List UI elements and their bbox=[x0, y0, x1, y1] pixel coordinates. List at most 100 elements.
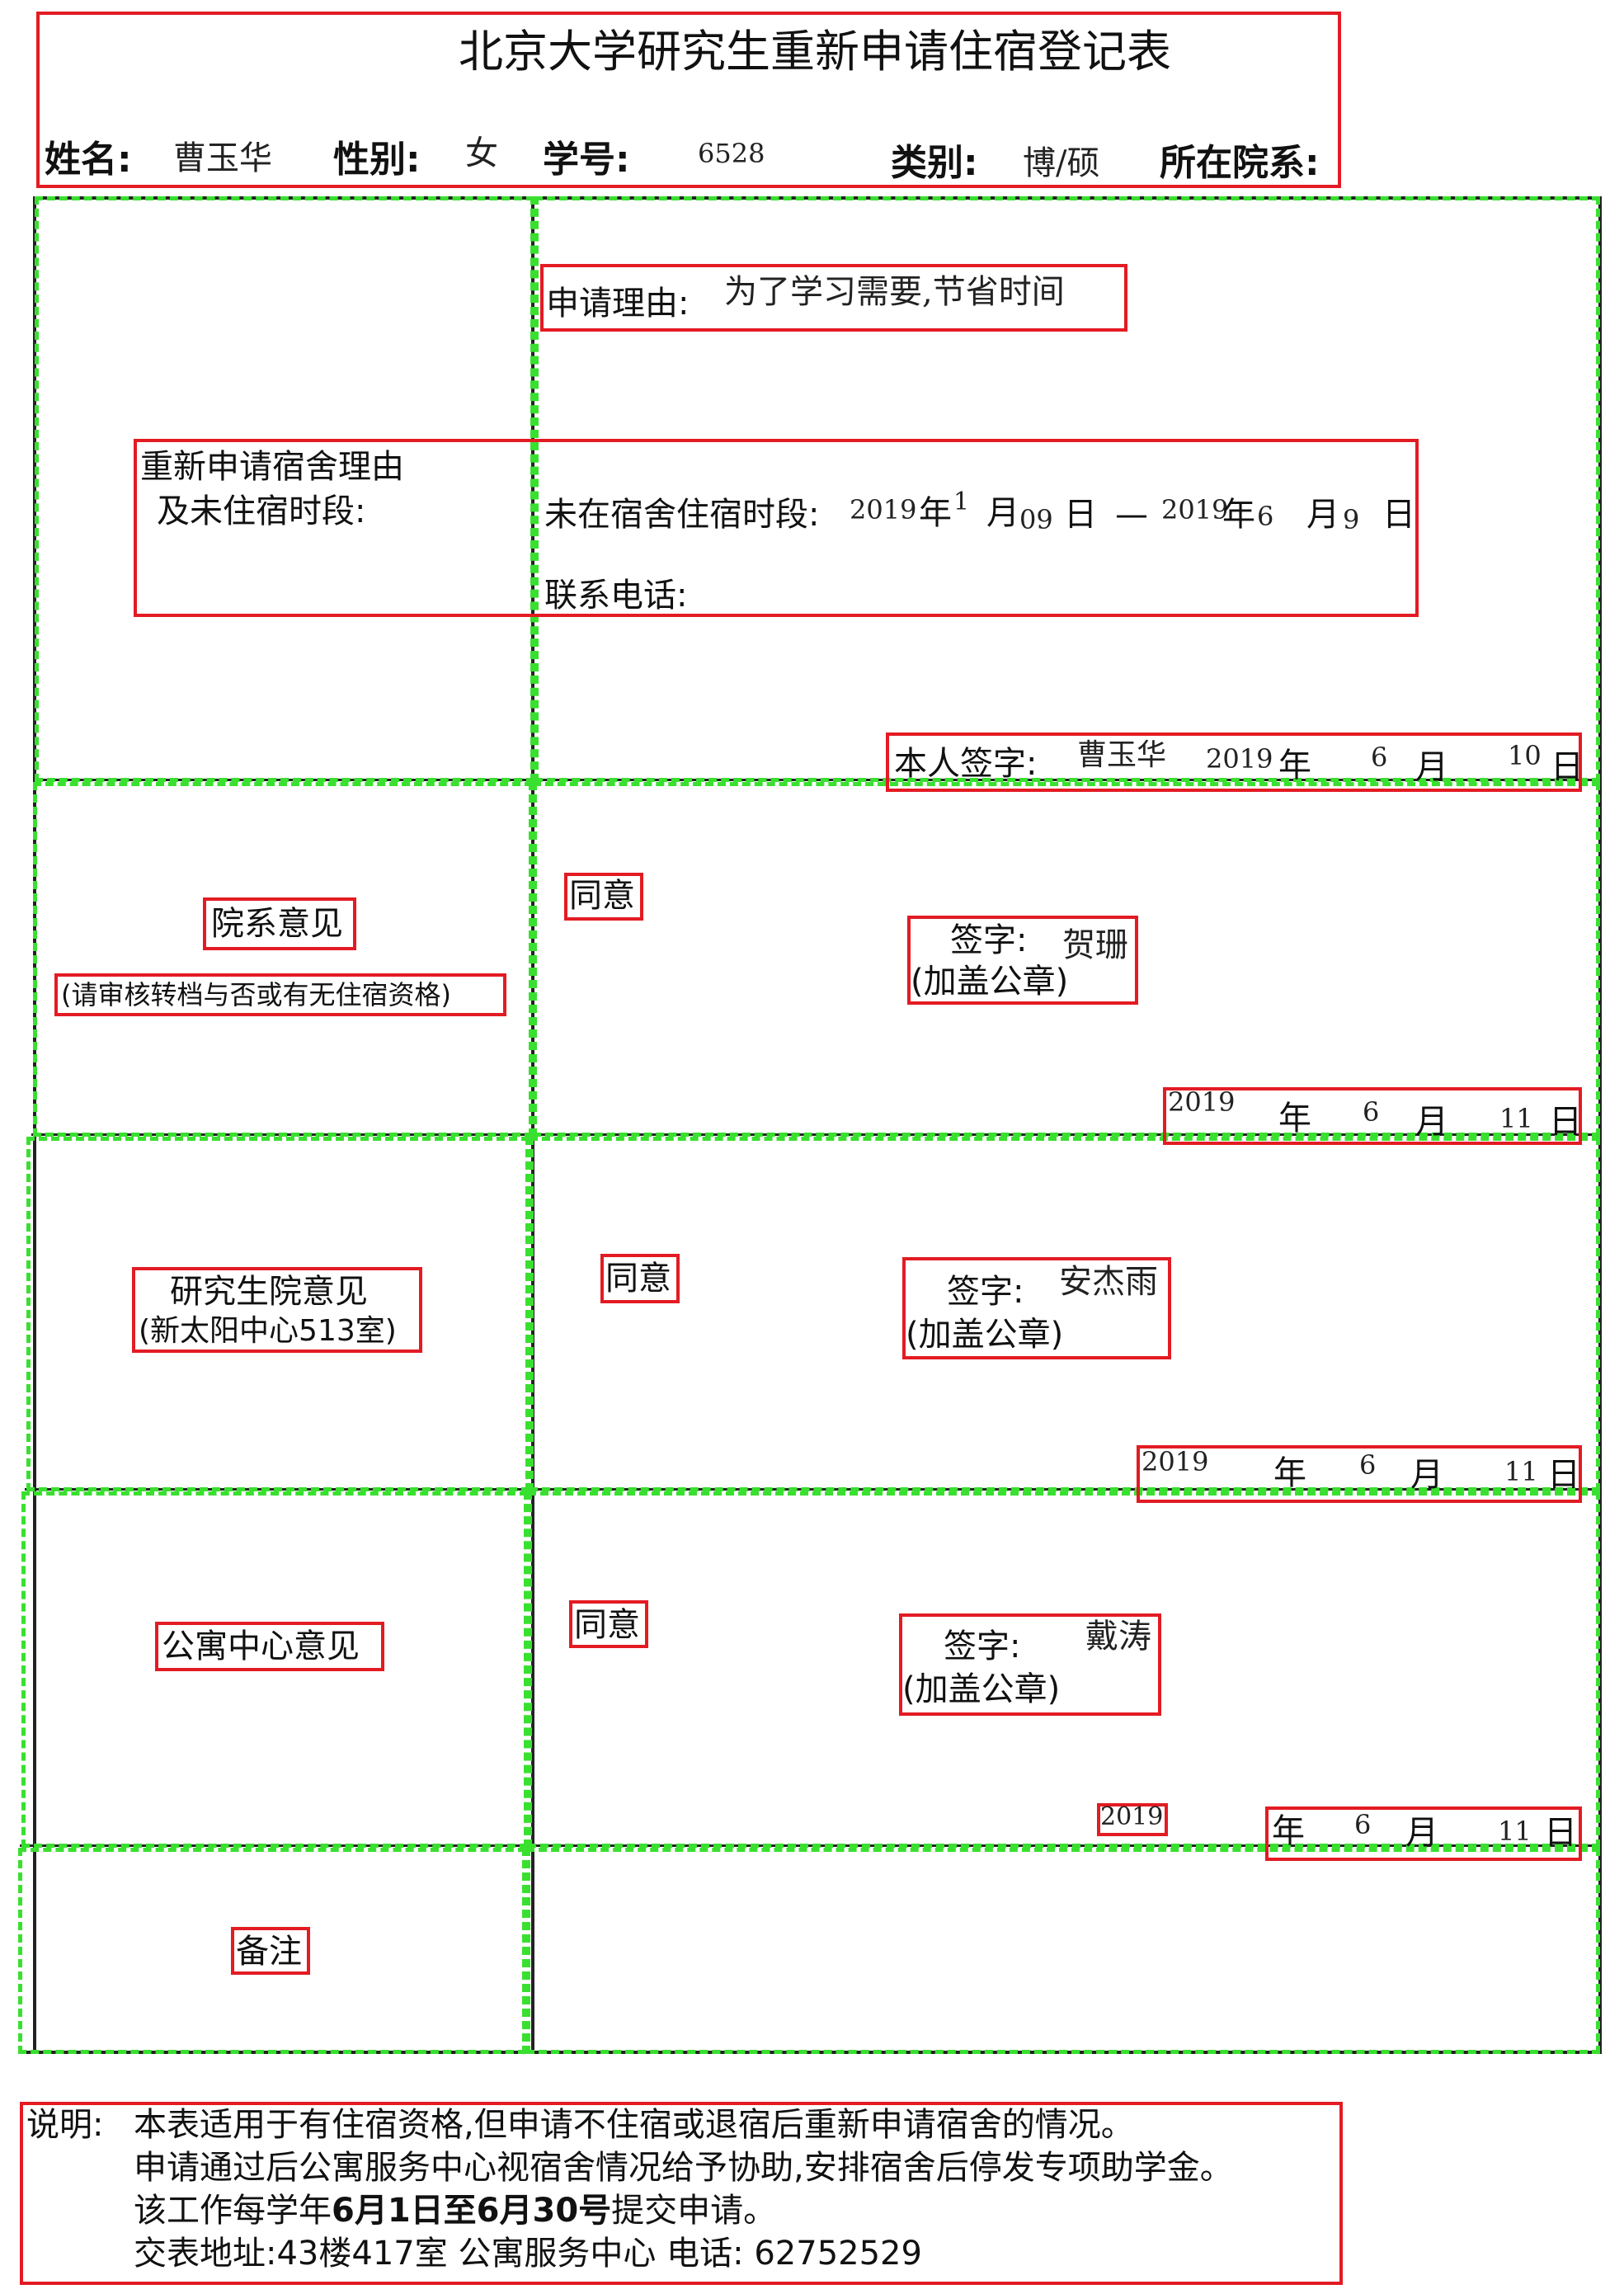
remarks-section-label: 备注 bbox=[236, 1933, 302, 1971]
dept-opinion-box bbox=[564, 873, 643, 921]
dept-opinion: 同意 bbox=[569, 877, 635, 915]
dept-section-sublabel: (请审核转档与否或有无住宿资格) bbox=[61, 979, 451, 1010]
applicant-date-year: 2019 bbox=[1206, 743, 1273, 775]
reason-label: 申请理由: bbox=[546, 285, 690, 323]
reason-section-label-line1: 重新申请宿舍理由 bbox=[140, 448, 404, 486]
cell-reason-label bbox=[35, 196, 534, 782]
dept-sign-label: 签字: bbox=[950, 921, 1028, 959]
cell-remarks-content bbox=[526, 1848, 1600, 2054]
apt-opinion-box bbox=[569, 1600, 648, 1648]
apt-section-label: 公寓中心意见 bbox=[162, 1627, 360, 1665]
applicant-date-month: 6 bbox=[1371, 742, 1388, 773]
apt-seal: (加盖公章) bbox=[902, 1670, 1061, 1708]
notes-box bbox=[20, 2102, 1343, 2285]
dept-date-box bbox=[1163, 1087, 1582, 1145]
period-to-day-unit: 日 bbox=[1382, 496, 1415, 534]
name-value: 曹玉华 bbox=[173, 139, 272, 177]
grad-seal: (加盖公章) bbox=[906, 1316, 1064, 1354]
header-box bbox=[36, 12, 1341, 188]
cell-apt-label bbox=[21, 1491, 528, 1848]
cell-dept-content bbox=[533, 782, 1600, 1137]
remarks-label-box bbox=[231, 1927, 310, 1975]
dept-date-year-unit: 年 bbox=[1278, 1100, 1311, 1138]
period-from-month-unit: 月 bbox=[986, 494, 1019, 532]
grad-date-month-unit: 月 bbox=[1410, 1456, 1443, 1494]
notes-line-3-suffix: 提交申请。 bbox=[611, 2192, 777, 2230]
reason-period-box bbox=[134, 439, 1419, 617]
grad-section-sublabel: (新太阳中心513室) bbox=[139, 1314, 397, 1348]
apt-opinion: 同意 bbox=[574, 1606, 640, 1644]
notes-label: 说明: bbox=[26, 2106, 104, 2144]
period-to-year: 2019 bbox=[1161, 494, 1229, 525]
student-id-label: 学号: bbox=[543, 139, 630, 181]
period-label: 未在宿舍住宿时段: bbox=[544, 496, 820, 534]
grad-date-box bbox=[1137, 1445, 1582, 1503]
dept-date-year: 2019 bbox=[1168, 1086, 1236, 1118]
grad-label-box bbox=[132, 1267, 422, 1353]
notes-line-3-prefix: 该工作每学年 bbox=[134, 2192, 332, 2230]
grad-date-year: 2019 bbox=[1142, 1446, 1209, 1477]
apt-date-day-unit: 日 bbox=[1544, 1814, 1577, 1852]
period-from-month: 1 bbox=[953, 488, 970, 516]
period-from-day-unit: 日 bbox=[1064, 496, 1097, 534]
gender-label: 性别: bbox=[333, 139, 421, 181]
grad-sign-box bbox=[902, 1257, 1171, 1359]
gender-value: 女 bbox=[465, 134, 498, 172]
period-to-month-unit: 月 bbox=[1306, 496, 1339, 534]
dept-sublabel-box bbox=[54, 973, 506, 1016]
dept-seal: (加盖公章) bbox=[911, 963, 1069, 1001]
dept-date-month: 6 bbox=[1363, 1096, 1380, 1128]
period-from-year: 2019 bbox=[850, 494, 917, 525]
dept-section-label: 院系意见 bbox=[211, 905, 343, 943]
applicant-sign-label: 本人签字: bbox=[894, 745, 1038, 783]
apt-date-month: 6 bbox=[1354, 1809, 1372, 1840]
applicant-sign-value: 曹玉华 bbox=[1077, 738, 1167, 772]
apt-date-day: 11 bbox=[1498, 1816, 1532, 1847]
grad-date-month: 6 bbox=[1359, 1449, 1377, 1481]
period-to-day: 9 bbox=[1343, 504, 1360, 535]
period-dash: — bbox=[1115, 496, 1148, 534]
apt-date-year-box bbox=[1097, 1803, 1168, 1836]
cell-remarks-label bbox=[18, 1848, 526, 2054]
notes-line-3: 该工作每学年6月1日至6月30号提交申请。 bbox=[134, 2194, 776, 2227]
apt-sign-label: 签字: bbox=[944, 1627, 1021, 1665]
applicant-date-year-unit: 年 bbox=[1278, 747, 1311, 784]
dept-date-day-unit: 日 bbox=[1549, 1103, 1582, 1141]
grad-opinion: 同意 bbox=[605, 1260, 671, 1298]
dept-sign-value: 贺珊 bbox=[1062, 926, 1128, 964]
cell-reason-content bbox=[534, 196, 1600, 782]
apt-label-box bbox=[155, 1622, 384, 1671]
grad-date-day-unit: 日 bbox=[1547, 1456, 1580, 1494]
period-from-year-unit: 年 bbox=[919, 494, 952, 532]
reason-value: 为了学习需要,节省时间 bbox=[724, 273, 1065, 311]
dept-date-month-unit: 月 bbox=[1415, 1103, 1448, 1141]
department-label: 所在院系: bbox=[1160, 142, 1320, 184]
student-id-value: 6528 bbox=[698, 138, 765, 169]
notes-line-2: 申请通过后公寓服务中心视宿舍情况给予协助,安排宿舍后停发专项助学金。 bbox=[134, 2149, 1233, 2187]
notes-line-4: 交表地址:43楼417室 公寓服务中心 电话: 62752529 bbox=[134, 2235, 922, 2273]
grad-section-label: 研究生院意见 bbox=[170, 1273, 368, 1311]
notes-line-3-dates: 6月1日至6月30号 bbox=[332, 2192, 612, 2230]
grad-sign-value: 安杰雨 bbox=[1059, 1263, 1158, 1301]
notes-line-1: 本表适用于有住宿资格,但申请不住宿或退宿后重新申请宿舍的情况。 bbox=[134, 2106, 1134, 2144]
applicant-sign-box bbox=[886, 732, 1582, 792]
cell-dept-label bbox=[33, 782, 533, 1137]
grad-date-day: 11 bbox=[1504, 1456, 1538, 1487]
applicant-date-month-unit: 月 bbox=[1415, 748, 1448, 786]
applicant-date-day-unit: 日 bbox=[1551, 748, 1584, 786]
period-to-year-unit: 年 bbox=[1222, 496, 1255, 534]
apt-sign-box bbox=[899, 1613, 1161, 1716]
apt-date-month-unit: 月 bbox=[1405, 1814, 1438, 1852]
apt-date-box bbox=[1265, 1806, 1582, 1861]
reason-box bbox=[540, 264, 1127, 332]
category-value: 博/硕 bbox=[1023, 144, 1100, 182]
cell-grad-label bbox=[26, 1137, 530, 1491]
apt-date-year: 2019 bbox=[1100, 1802, 1164, 1831]
reason-section-label-line2: 及未住宿时段: bbox=[157, 492, 366, 530]
grad-opinion-box bbox=[600, 1254, 680, 1303]
apt-sign-value: 戴涛 bbox=[1085, 1618, 1151, 1656]
cell-grad-content bbox=[530, 1137, 1600, 1491]
period-to-month: 6 bbox=[1257, 501, 1274, 532]
cell-apt-content bbox=[528, 1491, 1600, 1848]
grad-sign-label: 签字: bbox=[947, 1273, 1024, 1311]
